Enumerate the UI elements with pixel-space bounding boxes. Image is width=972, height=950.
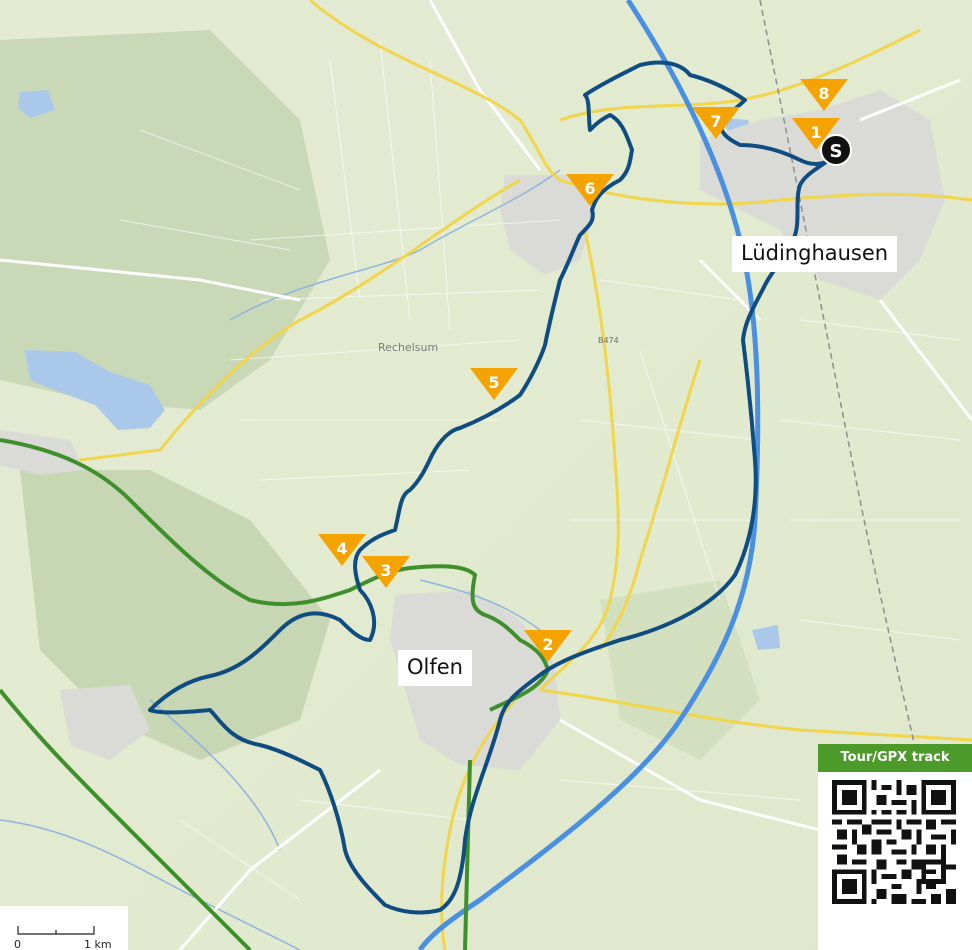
stop-marker-5[interactable]: 5 <box>470 368 518 400</box>
stop-number: 4 <box>336 539 347 558</box>
stop-marker-3[interactable]: 3 <box>362 556 410 588</box>
stop-number: 6 <box>584 179 595 198</box>
stop-marker-triangle-icon <box>800 79 848 111</box>
streams <box>0 169 561 950</box>
stop-number: 8 <box>818 84 829 103</box>
urban-village-north <box>500 175 595 275</box>
start-marker[interactable]: S <box>820 134 852 166</box>
scale-bar-graphic <box>17 926 95 935</box>
forest-area-west <box>0 30 330 410</box>
start-label: S <box>830 141 843 162</box>
qr-code-icon[interactable] <box>832 780 956 904</box>
stop-number: 1 <box>810 123 821 142</box>
green-cycle-route <box>0 438 551 950</box>
field-area-east <box>600 580 760 760</box>
stop-marker-8[interactable]: 8 <box>800 79 848 111</box>
stop-number: 5 <box>488 373 499 392</box>
stop-marker-triangle-icon <box>792 118 840 150</box>
pond-northwest <box>18 90 55 118</box>
stop-marker-triangle-icon <box>318 534 366 566</box>
scale-end-label: 1 km <box>84 938 112 950</box>
start-marker-circle-icon <box>820 134 852 166</box>
stop-marker-triangle-icon <box>692 107 740 139</box>
stop-marker-2[interactable]: 2 <box>524 630 572 662</box>
qr-panel[interactable]: Tour/GPX track <box>818 744 972 950</box>
stop-marker-1[interactable]: 1 <box>792 118 840 150</box>
urban-village-southwest <box>60 685 150 760</box>
stop-number: 7 <box>710 112 721 131</box>
stop-number: 3 <box>380 561 391 580</box>
main-roads <box>79 0 972 950</box>
scale-bar: 0 1 km <box>0 906 128 950</box>
stop-marker-triangle-icon <box>524 630 572 662</box>
urban-village-west <box>0 430 85 475</box>
stop-marker-triangle-icon <box>470 368 518 400</box>
stop-marker-triangle-icon <box>566 174 614 206</box>
qr-title: Tour/GPX track <box>818 744 972 772</box>
stop-number: 2 <box>542 635 553 654</box>
stop-marker-6[interactable]: 6 <box>566 174 614 206</box>
locality-label-rechelsum: Rechelsum <box>378 341 438 354</box>
stop-marker-triangle-icon <box>362 556 410 588</box>
stop-marker-4[interactable]: 4 <box>318 534 366 566</box>
road-label-b474: B474 <box>598 336 619 345</box>
town-label-luedinghausen: Lüdinghausen <box>732 236 898 273</box>
town-label-olfen: Olfen <box>398 650 472 687</box>
tour-route[interactable] <box>148 60 828 915</box>
pond-east <box>752 625 780 650</box>
scale-start-label: 0 <box>14 938 21 950</box>
lake-west <box>25 350 165 430</box>
canal <box>417 0 761 950</box>
field-boundaries <box>119 39 961 901</box>
stop-marker-7[interactable]: 7 <box>692 107 740 139</box>
